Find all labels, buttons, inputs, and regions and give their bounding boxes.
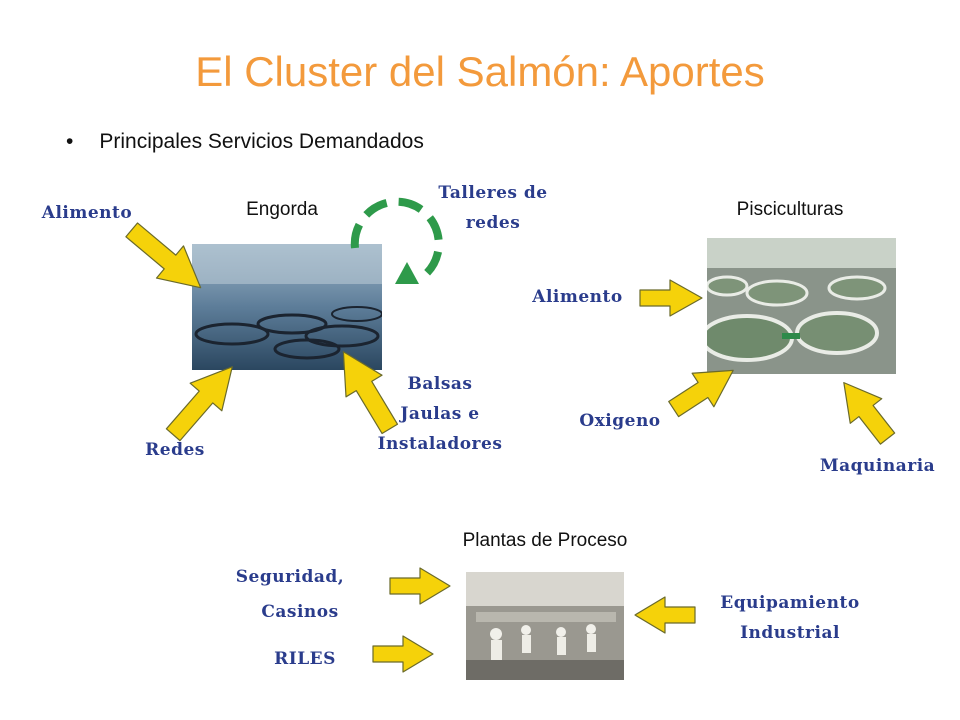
label-oxigeno: Oxigeno — [579, 411, 661, 431]
label-equipamiento: Equipamiento Industrial — [690, 588, 890, 648]
label-balsas-line3: Instaladores — [377, 434, 503, 454]
arrow-balsas — [342, 351, 399, 435]
recycle-cycle-icon — [350, 197, 443, 284]
arrow-equipamiento — [634, 596, 696, 634]
arrow-riles — [372, 635, 434, 673]
arrow-alimento-engorda — [125, 222, 202, 289]
hatchery-tanks-photo — [707, 238, 896, 374]
bullet-text: Principales Servicios Demandados — [99, 130, 424, 153]
label-riles: RILES — [274, 649, 336, 669]
label-seguridad: Seguridad, — [235, 567, 345, 587]
label-redes: Redes — [145, 440, 205, 460]
arrow-maquinaria — [843, 382, 896, 445]
arrow-redes — [165, 366, 233, 442]
fish-pens-photo — [192, 244, 382, 370]
label-alimento-engorda: Alimento — [41, 203, 133, 223]
slide-title: El Cluster del Salmón: Aportes — [195, 48, 765, 95]
label-equipamiento-line1: Equipamiento — [720, 593, 860, 613]
label-talleres-redes: Talleres de redes — [418, 178, 568, 238]
bullet-dot-icon: • — [66, 130, 74, 153]
arrow-oxigeno — [668, 369, 734, 418]
label-casinos: Casinos — [261, 602, 339, 622]
heading-engorda: Engorda — [246, 199, 318, 220]
label-balsas-line1: Balsas — [407, 374, 473, 394]
label-talleres-line2: redes — [465, 213, 521, 233]
arrow-seguridad — [389, 567, 451, 605]
bullet-item: • Principales Servicios Demandados — [66, 130, 424, 154]
label-talleres-line1: Talleres de — [438, 183, 548, 203]
label-maquinaria: Maquinaria — [819, 456, 936, 476]
label-equipamiento-line2: Industrial — [740, 623, 840, 643]
processing-plant-photo — [466, 572, 624, 680]
label-balsas: Balsas Jaulas e Instaladores — [360, 369, 520, 459]
heading-pisciculturas: Pisciculturas — [736, 199, 844, 220]
label-alimento-pisciculturas: Alimento — [532, 287, 623, 307]
label-balsas-line2: Jaulas e — [400, 404, 480, 424]
arrow-alimento-pisciculturas — [639, 279, 703, 317]
heading-plantas-proceso: Plantas de Proceso — [462, 530, 628, 551]
